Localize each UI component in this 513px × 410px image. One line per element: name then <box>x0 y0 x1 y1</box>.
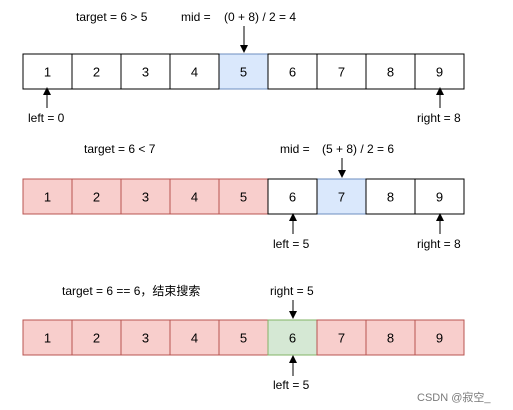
row-3-cell-4-value: 4 <box>191 331 198 346</box>
row-1-array: 1 2 3 4 5 6 7 8 9 <box>22 53 465 90</box>
row-3-target-label: target = 6 == 6，结束搜索 <box>62 283 200 298</box>
row-2-left-label: left = 5 <box>273 237 310 251</box>
row-1-cell-9-value: 9 <box>436 65 443 80</box>
row-3-cell-1-value: 1 <box>44 331 51 346</box>
row-2: target = 6 < 7 mid = (5 + 8) / 2 = 6 1 2 3… <box>22 142 465 251</box>
watermark: CSDN @寂空_ <box>417 390 491 404</box>
row-3-cell-2 <box>71 319 122 356</box>
row-1-cell-1-value: 1 <box>44 65 51 80</box>
row-3-cell-5 <box>218 319 269 356</box>
row-3-cell-4 <box>169 319 220 356</box>
row-2-right-label: right = 8 <box>417 237 461 251</box>
row-3: target = 6 == 6，结束搜索 right = 5 1 2 3 4 5 6 7 8 9… <box>22 283 465 392</box>
row-2-cell-5-value: 5 <box>240 190 247 205</box>
row-1-right-label: right = 8 <box>417 111 461 125</box>
row-2-cell-9-value: 9 <box>436 190 443 205</box>
row-3-cell-2-value: 2 <box>93 331 100 346</box>
row-1-cell-2-value: 2 <box>93 65 100 80</box>
row-1-cell-7-value: 7 <box>338 65 345 80</box>
row-2-cell-6-value: 6 <box>289 190 296 205</box>
row-3-right-label: right = 5 <box>270 284 314 298</box>
row-1-mid-label: mid = <box>181 10 211 24</box>
row-1-mid-expression: (0 + 8) / 2 = 4 <box>224 10 296 24</box>
row-3-cell-7-value: 7 <box>338 331 345 346</box>
row-1-cell-6-value: 6 <box>289 65 296 80</box>
row-1-target-label: target = 6 > 5 <box>76 10 148 24</box>
row-2-cell-2-value: 2 <box>93 190 100 205</box>
row-2-mid-label: mid = <box>280 142 310 156</box>
row-3-cell-9 <box>414 319 465 356</box>
row-2-cell-2 <box>71 178 122 215</box>
row-2-cell-7-value: 7 <box>338 190 345 205</box>
row-1-cell-4-value: 4 <box>191 65 198 80</box>
row-1-cell-3-value: 3 <box>142 65 149 80</box>
row-2-cell-3-value: 3 <box>142 190 149 205</box>
row-2-cell-1-value: 1 <box>44 190 51 205</box>
row-2-array: 1 2 3 4 5 6 7 8 9 <box>22 178 465 215</box>
row-2-target-label: target = 6 < 7 <box>84 142 156 156</box>
row-3-cell-3-value: 3 <box>142 331 149 346</box>
row-2-cell-7 <box>316 178 367 215</box>
row-3-left-label: left = 5 <box>273 378 310 392</box>
row-2-cell-3 <box>120 178 171 215</box>
row-3-array: 1 2 3 4 5 6 7 8 9 <box>22 319 465 356</box>
row-3-cell-8 <box>365 319 416 356</box>
row-3-cell-9-value: 9 <box>436 331 443 346</box>
row-1-cell-8-value: 8 <box>387 65 394 80</box>
row-2-cell-1 <box>22 178 73 215</box>
row-3-cell-8-value: 8 <box>387 331 394 346</box>
row-1-cell-5-value: 5 <box>240 65 247 80</box>
row-3-cell-6-value: 6 <box>289 331 296 346</box>
row-1-cell-4-border <box>169 53 220 90</box>
row-2-mid-expression: (5 + 8) / 2 = 6 <box>322 142 394 156</box>
row-3-cell-5-value: 5 <box>240 331 247 346</box>
row-3-cell-6 <box>267 319 318 356</box>
row-1-left-label: left = 0 <box>28 111 65 125</box>
row-2-cell-4-value: 4 <box>191 190 198 205</box>
row-2-cell-8-value: 8 <box>387 190 394 205</box>
row-1: target = 6 > 5 mid = (0 + 8) / 2 = 4 1 2 3… <box>22 10 465 125</box>
row-1-cell-2 <box>71 53 122 90</box>
